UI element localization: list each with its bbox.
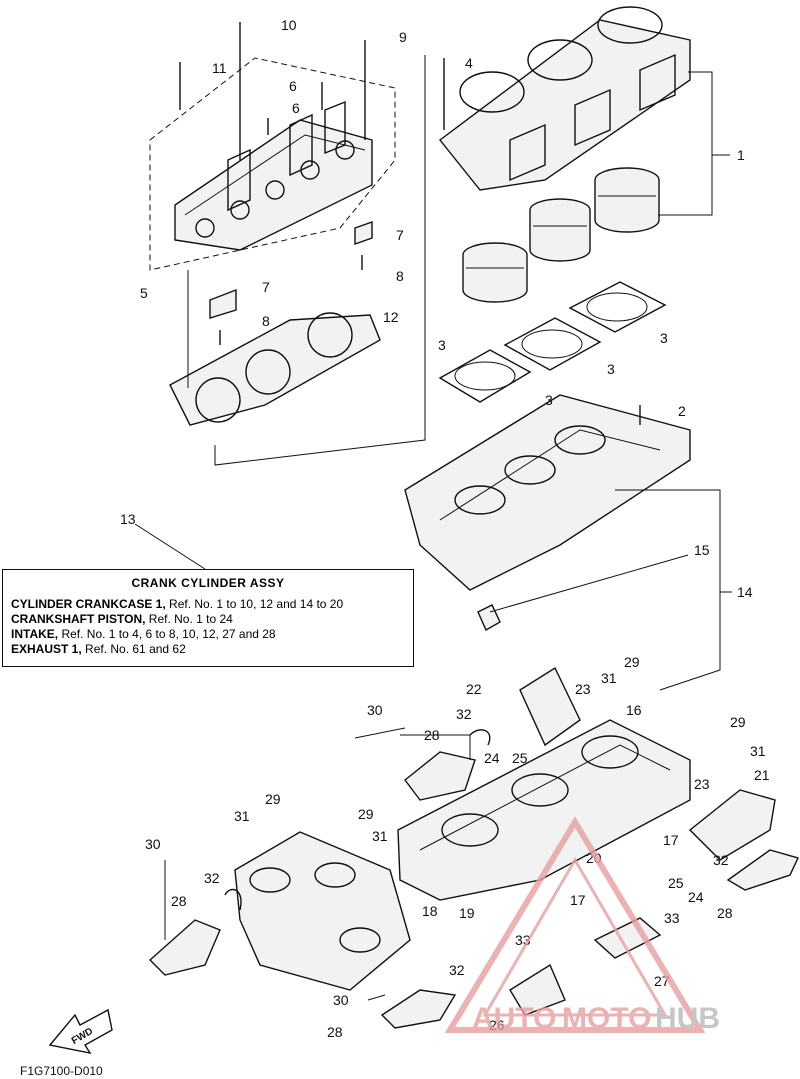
callout-17: 17 [663,832,679,848]
assembly-legend: CRANK CYLINDER ASSY CYLINDER CRANKCASE 1… [2,569,414,667]
callout-33: 33 [664,910,680,926]
callout-10: 10 [281,17,297,33]
callout-labels: 1 2 3 3 3 3 4 5 6 6 7 7 8 8 9 10 11 12 1… [120,17,770,1040]
forward-arrow: FWD [48,1008,113,1055]
callout-32: 32 [456,706,472,722]
legend-line: CRANKSHAFT PISTON, Ref. No. 1 to 24 [11,612,405,627]
callout-8: 8 [396,268,404,284]
callout-29: 29 [265,791,281,807]
legend-line: INTAKE, Ref. No. 1 to 4, 6 to 8, 10, 12,… [11,627,405,642]
callout-8: 8 [262,313,270,329]
leader-lines [134,55,732,1001]
callout-3: 3 [545,392,553,408]
callout-28: 28 [717,905,733,921]
callout-25: 25 [668,875,684,891]
hoses [224,729,491,911]
callout-28: 28 [171,893,187,909]
callout-23: 23 [694,776,710,792]
head-gasket [169,312,381,426]
callout-30: 30 [333,992,349,1008]
callout-7: 7 [396,227,404,243]
drawing-code: F1G7100-D010 [20,1064,103,1078]
pistons [462,167,660,303]
callout-29: 29 [624,654,640,670]
callout-16: 16 [626,702,642,718]
watermark-hub: HUB [655,1002,720,1035]
callout-30: 30 [367,702,383,718]
callout-12: 12 [383,309,399,325]
legend-line-ref: Ref. No. 61 and 62 [85,642,186,656]
callout-11: 11 [212,60,227,76]
callout-2: 2 [678,403,686,419]
legend-line-ref: Ref. No. 1 to 4, 6 to 8, 10, 12, 27 and … [61,627,276,641]
callout-31: 31 [750,743,766,759]
upper-crankcase [404,394,691,591]
intake-block [519,666,581,747]
legend-line-ref: Ref. No. 1 to 24 [148,612,233,626]
callout-7: 7 [262,279,270,295]
callout-9: 9 [399,29,407,45]
base-gaskets [438,281,667,403]
callout-32: 32 [204,870,220,886]
callout-31: 31 [234,808,250,824]
callout-23: 23 [575,681,591,697]
callout-24: 24 [484,750,500,766]
legend-line-name: INTAKE, [11,627,59,641]
callout-24: 24 [688,889,704,905]
callout-4: 4 [465,55,473,71]
legend-line-ref: Ref. No. 1 to 10, 12 and 14 to 20 [169,597,344,611]
cylinder-block [439,6,691,191]
watermark: AUTO MOTO HUB [444,816,720,1035]
bushing [477,604,501,631]
callout-32: 32 [713,852,729,868]
callout-31: 31 [372,828,388,844]
brackets [509,789,776,1016]
callout-29: 29 [730,714,746,730]
callout-17: 17 [570,892,586,908]
callout-19: 19 [459,905,475,921]
callout-13: 13 [120,511,136,527]
callout-3: 3 [660,330,668,346]
callout-15: 15 [694,542,710,558]
legend-line-name: CYLINDER CRANKCASE 1, [11,597,166,611]
callout-30: 30 [145,836,161,852]
callout-25: 25 [512,750,528,766]
legend-line-name: CRANKSHAFT PISTON, [11,612,146,626]
callout-22: 22 [466,681,482,697]
legend-line: CYLINDER CRANKCASE 1, Ref. No. 1 to 10, … [11,597,405,612]
callout-18: 18 [422,903,438,919]
callout-3: 3 [607,361,615,377]
engine-mounts [148,751,799,1029]
callout-1: 1 [737,147,745,163]
watermark-auto: AUTO [472,1002,556,1035]
callout-14: 14 [737,584,753,600]
callout-32: 32 [449,962,465,978]
legend-line: EXHAUST 1, Ref. No. 61 and 62 [11,642,405,657]
lower-crankcase [397,719,691,901]
callout-3: 3 [438,337,446,353]
callout-21: 21 [754,767,770,783]
callout-31: 31 [601,670,617,686]
callout-6: 6 [292,100,300,116]
legend-title: CRANK CYLINDER ASSY [131,576,285,590]
callout-29: 29 [358,806,374,822]
callout-5: 5 [140,285,148,301]
exhaust-manifold [234,831,411,991]
watermark-moto: MOTO [562,1002,651,1035]
callout-6: 6 [289,78,297,94]
cylinder-head-group [149,22,396,345]
callout-28: 28 [424,727,440,743]
callout-28: 28 [327,1024,343,1040]
legend-line-name: EXHAUST 1, [11,642,82,656]
